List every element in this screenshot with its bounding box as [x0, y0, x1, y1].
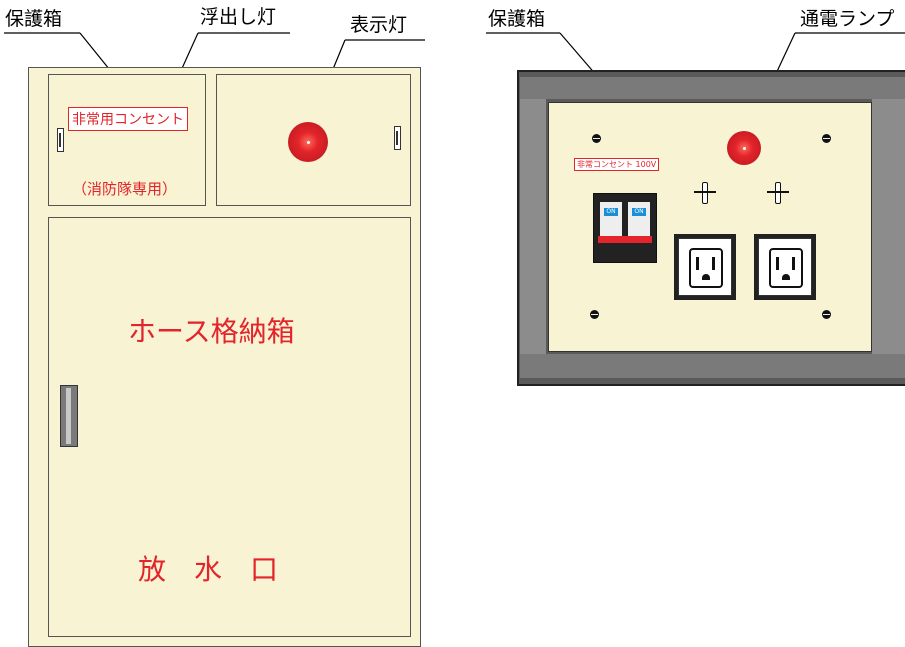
screw-bottom-right-icon: [822, 310, 831, 319]
screw-bottom-left-icon: [590, 310, 599, 319]
power-lamp-icon: [727, 131, 761, 165]
outlet-left[interactable]: [674, 234, 736, 300]
power-lamp-callout: 通電ランプ: [800, 8, 895, 30]
left-protective-box-callout: 保護箱: [5, 8, 63, 30]
breaker-right-mark: ON: [632, 208, 646, 216]
screw-top-left-icon: [592, 134, 601, 143]
water-outlet-title: 放 水 口: [138, 553, 279, 586]
outlet-right[interactable]: [754, 234, 816, 300]
emergency-outlet-label: 非常用コンセント: [68, 107, 188, 131]
breaker-left-mark: ON: [604, 208, 618, 216]
fastener-left-icon: [702, 182, 708, 204]
frame-bottom-rail: [520, 354, 905, 378]
fastener-right-bar: [767, 191, 789, 193]
frame-left-rail: [520, 80, 546, 378]
indicator-lamp-icon: [288, 122, 328, 162]
left-door-latch-icon[interactable]: [57, 128, 64, 152]
indicator-light-callout: 表示灯: [350, 14, 408, 36]
frame-top-rail: [520, 77, 905, 99]
frame-right-rail: [872, 80, 905, 378]
screw-top-right-icon: [822, 134, 831, 143]
right-protective-box-callout: 保護箱: [488, 8, 546, 30]
circuit-breaker[interactable]: ON ON: [593, 193, 657, 263]
fastener-right-icon: [775, 182, 781, 204]
hose-box-title: ホース格納箱: [128, 315, 295, 348]
right-door-latch-icon[interactable]: [394, 126, 401, 150]
outlet-door-panel: [48, 74, 206, 206]
fire-dept-only-note: （消防隊専用）: [72, 180, 178, 198]
breaker-red-bar: [598, 236, 652, 243]
panel-outlet-label: 非常コンセント 100V: [574, 158, 660, 171]
door-handle-icon[interactable]: [60, 385, 78, 447]
fastener-left-bar: [694, 191, 716, 193]
hose-box-door: [48, 217, 411, 637]
floating-light-callout: 浮出し灯: [200, 6, 277, 28]
